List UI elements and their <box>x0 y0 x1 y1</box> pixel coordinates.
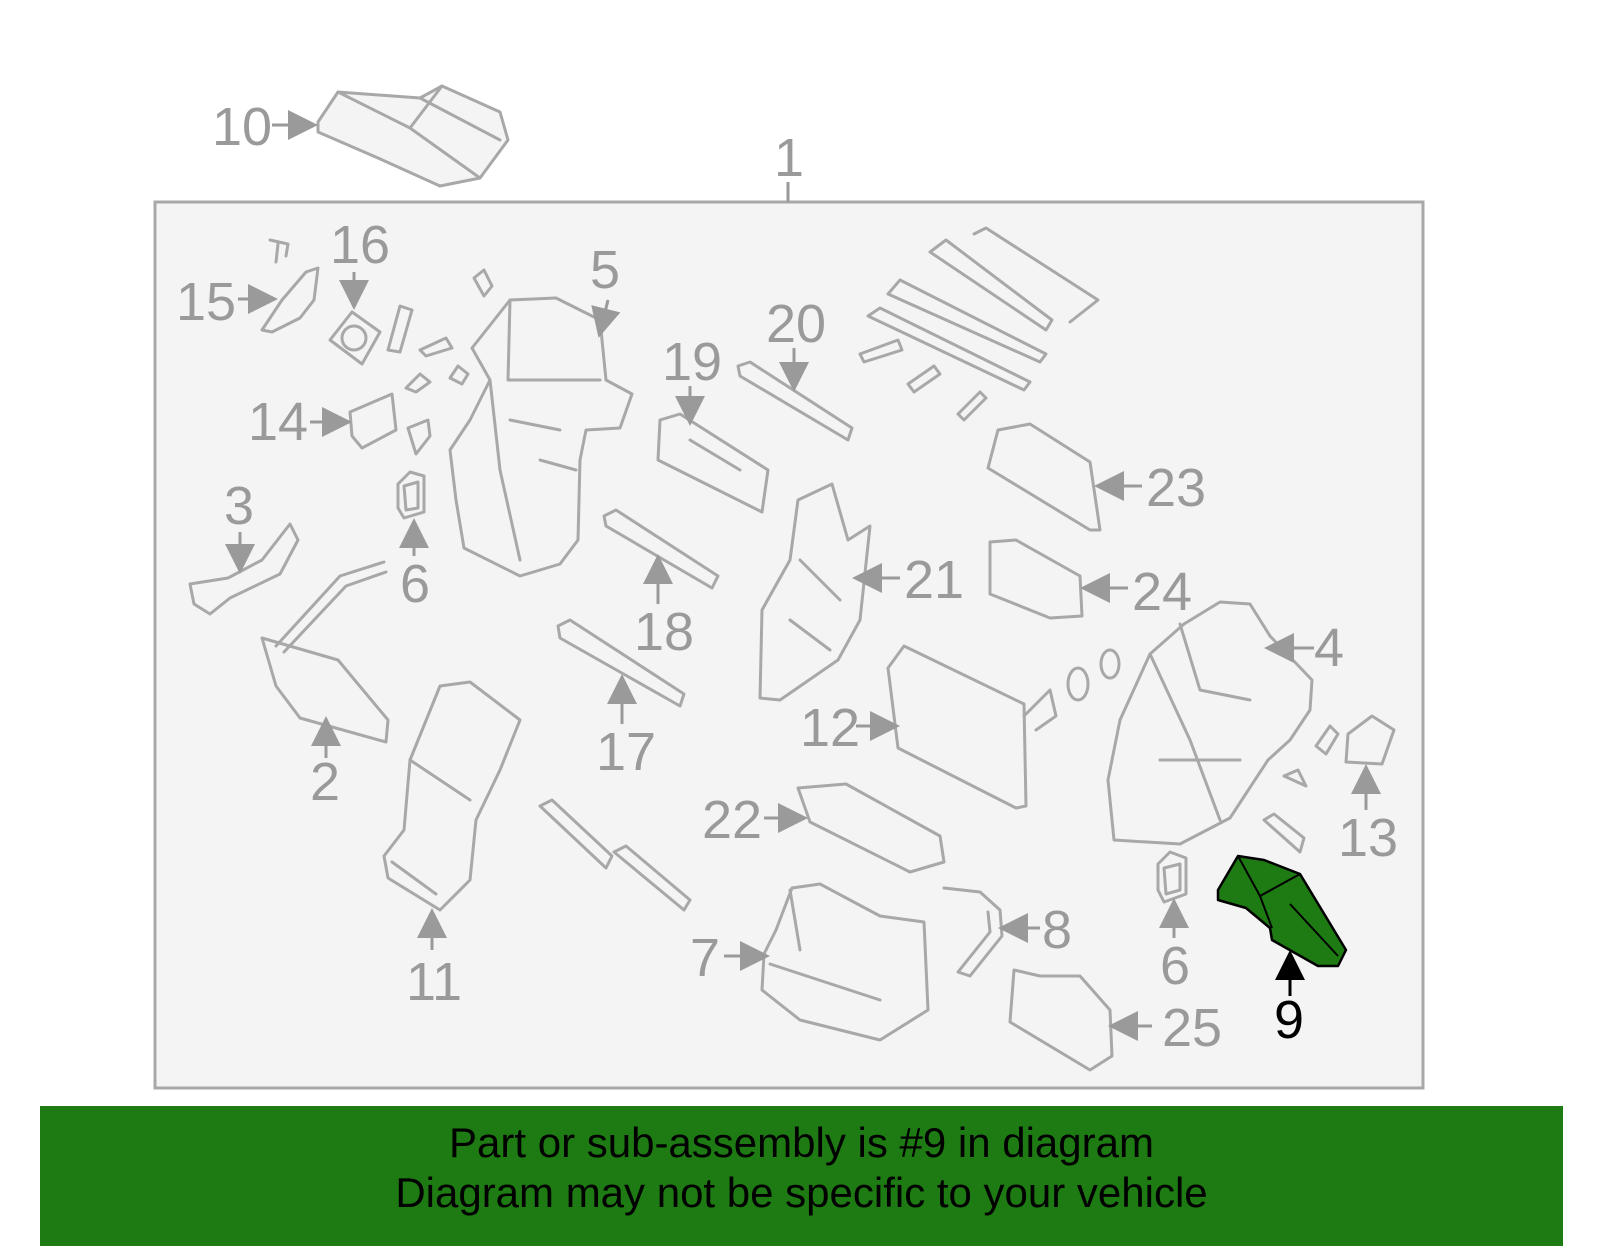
callout-6-left: 6 <box>400 554 430 614</box>
part-15-bracket[interactable] <box>260 238 320 334</box>
part-12-evaporator[interactable] <box>886 644 1121 810</box>
callout-22: 22 <box>702 790 762 850</box>
callout-24: 24 <box>1132 562 1192 622</box>
callout-15: 15 <box>176 272 236 332</box>
part-7-case-lower[interactable] <box>760 882 930 1042</box>
small-parts-cluster[interactable] <box>386 268 494 394</box>
callout-7: 7 <box>690 928 720 988</box>
part-10-duct[interactable] <box>316 84 510 188</box>
callout-23: 23 <box>1146 458 1206 518</box>
callout-10: 10 <box>212 97 272 157</box>
info-banner: Part or sub-assembly is #9 in diagram Di… <box>40 1106 1563 1246</box>
leader-5 <box>591 299 621 338</box>
callout-6-right: 6 <box>1160 936 1190 996</box>
small-doors-pair[interactable] <box>538 798 692 912</box>
callout-25: 25 <box>1162 998 1222 1058</box>
part-24-panel[interactable] <box>988 538 1084 620</box>
part-20-door[interactable] <box>736 360 854 442</box>
part-22-tray[interactable] <box>796 782 946 874</box>
callout-20: 20 <box>766 294 826 354</box>
part-16-actuator[interactable] <box>328 310 382 366</box>
part-11-duct[interactable] <box>382 680 522 912</box>
callout-17: 17 <box>596 722 656 782</box>
banner-line-1: Part or sub-assembly is #9 in diagram <box>449 1119 1154 1166</box>
part-6-gasket-left[interactable] <box>396 470 426 520</box>
part-13-actuator[interactable] <box>1282 714 1396 788</box>
part-6-gasket-right[interactable] <box>1156 850 1188 904</box>
part-9-duct-highlighted[interactable] <box>1216 854 1348 968</box>
callout-4: 4 <box>1314 618 1344 678</box>
part-8-drain-hose[interactable] <box>942 886 1004 978</box>
part-21-case-half[interactable] <box>758 482 872 702</box>
callout-12: 12 <box>800 698 860 758</box>
callout-1: 1 <box>774 128 804 188</box>
callout-14: 14 <box>248 392 308 452</box>
part-connector[interactable] <box>1262 812 1306 854</box>
callout-9: 9 <box>1274 990 1304 1050</box>
callout-13: 13 <box>1338 808 1398 868</box>
callout-21: 21 <box>904 550 964 610</box>
callout-5: 5 <box>590 240 620 300</box>
callout-16: 16 <box>330 215 390 275</box>
part-23-panel[interactable] <box>986 422 1102 532</box>
callout-18: 18 <box>634 602 694 662</box>
callout-11: 11 <box>406 952 462 1012</box>
callout-8: 8 <box>1042 900 1072 960</box>
part-18-door[interactable] <box>602 508 720 590</box>
callout-19: 19 <box>662 332 722 392</box>
part-2-heater-core[interactable] <box>260 560 390 744</box>
part-4-housing[interactable] <box>1106 600 1314 846</box>
seal-strips[interactable] <box>858 226 1100 422</box>
part-17-door[interactable] <box>556 618 686 708</box>
callout-3: 3 <box>224 476 254 536</box>
banner-line-2: Diagram may not be specific to your vehi… <box>395 1169 1208 1216</box>
callout-2: 2 <box>310 752 340 812</box>
